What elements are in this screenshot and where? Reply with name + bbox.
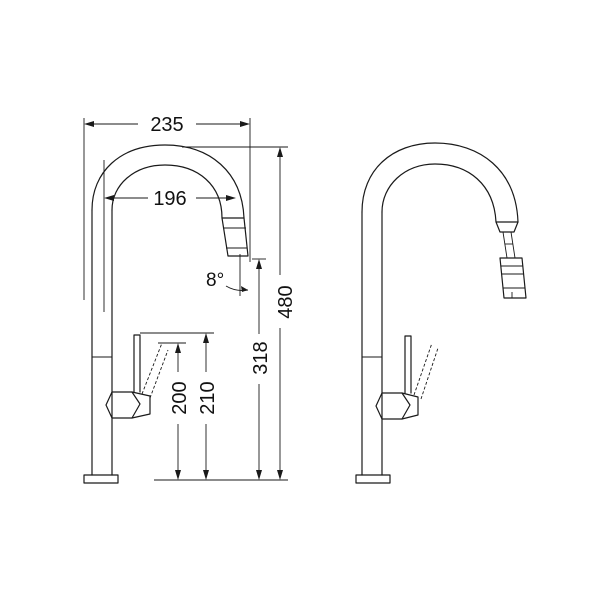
label-235: 235 <box>150 114 183 136</box>
label-200: 200 <box>169 381 191 414</box>
dimension-spout-height: 318 <box>250 258 272 480</box>
dimension-lever-height-a: 200 <box>158 342 191 480</box>
lever-swing-path-right <box>413 342 439 400</box>
handle-hub-right <box>375 392 411 420</box>
pull-out-hose <box>502 231 516 259</box>
faucet-left-view <box>83 144 249 484</box>
label-318: 318 <box>250 341 272 374</box>
base-plate <box>83 474 119 484</box>
lever-swing-path <box>141 342 169 399</box>
base-plate-right <box>355 474 391 484</box>
spray-head <box>221 217 249 257</box>
spray-head-right <box>499 257 527 299</box>
spout-outer-curve <box>91 144 245 219</box>
label-480: 480 <box>275 285 297 318</box>
lever-upright-right <box>404 335 412 394</box>
dimension-total-height: 480 <box>182 146 297 480</box>
dimension-swivel-angle: 8° <box>206 254 249 296</box>
spout-inner-curve-right <box>381 163 497 223</box>
lever-upright <box>133 334 141 393</box>
spout-outer-curve-right <box>361 142 519 223</box>
label-196: 196 <box>153 188 186 210</box>
label-210: 210 <box>197 381 219 414</box>
handle-hub-cap-right <box>401 392 419 420</box>
dimension-overall-width: 235 <box>83 114 251 300</box>
spout-mouth-right <box>495 221 519 233</box>
dimension-spout-reach: 196 <box>103 160 236 312</box>
label-angle: 8° <box>206 270 224 291</box>
faucet-right-view <box>355 142 527 484</box>
spout-inner-curve <box>111 164 223 219</box>
dimension-lever-height-b: 210 <box>140 332 219 480</box>
handle-hub <box>105 391 141 419</box>
handle-hub-cap <box>131 391 151 419</box>
